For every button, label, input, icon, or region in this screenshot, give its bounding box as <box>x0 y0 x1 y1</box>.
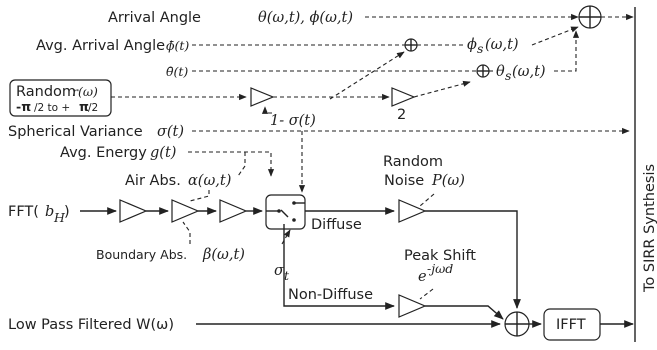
random-source-label: Random r(ω) <box>16 84 98 100</box>
air-abs-control <box>189 190 210 202</box>
noise-control <box>419 193 435 207</box>
air-abs-label: Air Abs. α(ω,t) <box>125 173 231 189</box>
theta-s-label: θ s (ω,t) <box>496 64 546 83</box>
svg-text:Spherical Variance: Spherical Variance <box>8 124 143 140</box>
ifft-label: IFFT <box>556 317 586 333</box>
sigma-t-control <box>281 229 291 245</box>
gain-triangle-noise <box>398 199 427 223</box>
theta-bar-label: θ̄(t) <box>166 64 188 79</box>
spherical-variance-label: Spherical Variance σ(t) <box>8 124 184 140</box>
svg-text:(ω,t): (ω,t) <box>512 64 546 80</box>
random-range-label: -π /2 to + π /2 <box>16 99 98 114</box>
summing-junction-theta <box>476 64 490 78</box>
boundary-abs-control <box>182 221 191 244</box>
peak-shift-control <box>419 288 434 300</box>
svg-text:σ(t): σ(t) <box>157 124 184 140</box>
gain-two-to-theta-junction <box>413 80 471 98</box>
summing-junction-output <box>504 311 530 337</box>
summing-junction-phi <box>404 38 418 52</box>
gain-triangle-two <box>391 87 416 107</box>
diffuse-switch <box>265 194 306 230</box>
svg-text:FFT(: FFT( <box>8 204 39 220</box>
gain-two-label: 2 <box>397 107 406 123</box>
phi-bar-label: ϕ̄(t) <box>166 38 189 53</box>
fft-label: FFT( b H ) <box>8 204 70 225</box>
one-minus-sigma-label: 1- σ(t) <box>270 113 316 129</box>
svg-text:Random: Random <box>383 154 443 170</box>
svg-text:P(ω): P(ω) <box>431 173 465 189</box>
svg-text:-jωd: -jωd <box>427 261 453 276</box>
gain-triangle-air-abs <box>171 199 200 223</box>
phi-s-label: ϕ s (ω,t) <box>467 37 519 56</box>
diffuse-label: Diffuse <box>311 217 362 233</box>
svg-text:ϕ: ϕ <box>467 37 477 53</box>
boundary-abs-label: Boundary Abs. β(ω,t) <box>96 247 245 263</box>
peak-shift-to-sum <box>425 305 504 320</box>
sigma-control-arrow <box>261 106 272 114</box>
non-diffuse-label: Non-Diffuse <box>288 287 373 303</box>
gain-triangle-energy <box>219 199 248 223</box>
svg-text:π: π <box>79 99 89 114</box>
svg-text:θ(ω,t), ϕ(ω,t): θ(ω,t), ϕ(ω,t) <box>258 10 353 26</box>
theta-s-signal <box>554 30 580 72</box>
svg-text:β(ω,t): β(ω,t) <box>202 247 245 263</box>
gain-triangle-one-minus-sigma <box>250 87 275 107</box>
avg-energy-label: Avg. Energy g(t) <box>60 145 176 161</box>
random-noise-label: Random Noise P(ω) <box>383 154 465 189</box>
non-diffuse-signal <box>283 224 395 310</box>
avg-energy-to-gain <box>237 152 246 177</box>
svg-text:σ: σ <box>274 263 285 279</box>
svg-text:Peak Shift: Peak Shift <box>404 248 476 264</box>
svg-text:-π: -π <box>16 99 31 114</box>
gain-triangle-peak-shift <box>398 294 427 318</box>
peak-shift-label: Peak Shift e -jωd <box>404 248 476 285</box>
svg-text:Boundary Abs.: Boundary Abs. <box>96 247 187 262</box>
random-source-box <box>9 79 112 117</box>
svg-text:(ω,t): (ω,t) <box>485 37 519 53</box>
svg-text:s: s <box>505 68 511 83</box>
svg-text:α(ω,t): α(ω,t) <box>188 173 231 189</box>
to-sirr-label: To SIRR Synthesis <box>642 164 657 293</box>
sigma-t-label: σ t <box>274 263 290 283</box>
svg-text:Random: Random <box>16 84 76 100</box>
gain-triangle-1 <box>119 199 148 223</box>
low-pass-label: Low Pass Filtered W(ω) <box>8 317 174 333</box>
svg-text:e: e <box>418 269 427 285</box>
svg-text:b: b <box>45 204 54 220</box>
svg-text:Noise: Noise <box>384 173 424 189</box>
svg-text:Arrival Angle: Arrival Angle <box>108 10 201 26</box>
svg-text:): ) <box>64 204 70 220</box>
svg-text:H: H <box>53 210 66 225</box>
svg-text:Avg. Energy: Avg. Energy <box>60 145 147 161</box>
svg-text:r(ω): r(ω) <box>72 84 98 99</box>
svg-text:θ: θ <box>496 64 505 80</box>
gain-to-phi-junction <box>329 51 405 100</box>
summing-junction-angle <box>578 5 602 29</box>
arrival-angle-label: Arrival Angle θ(ω,t), ϕ(ω,t) <box>108 10 353 26</box>
diffuse-to-sum <box>425 210 521 309</box>
svg-text:/2 to +: /2 to + <box>34 102 70 114</box>
avg-energy-signal <box>188 151 275 177</box>
svg-text:g(t): g(t) <box>150 145 176 161</box>
svg-text:Air Abs.: Air Abs. <box>125 173 181 189</box>
avg-arrival-angle-label: Avg. Arrival Angle <box>36 38 165 54</box>
svg-text:s: s <box>477 41 483 56</box>
svg-text:/2: /2 <box>88 102 98 114</box>
phi-s-signal <box>531 26 579 46</box>
svg-text:t: t <box>284 268 290 283</box>
